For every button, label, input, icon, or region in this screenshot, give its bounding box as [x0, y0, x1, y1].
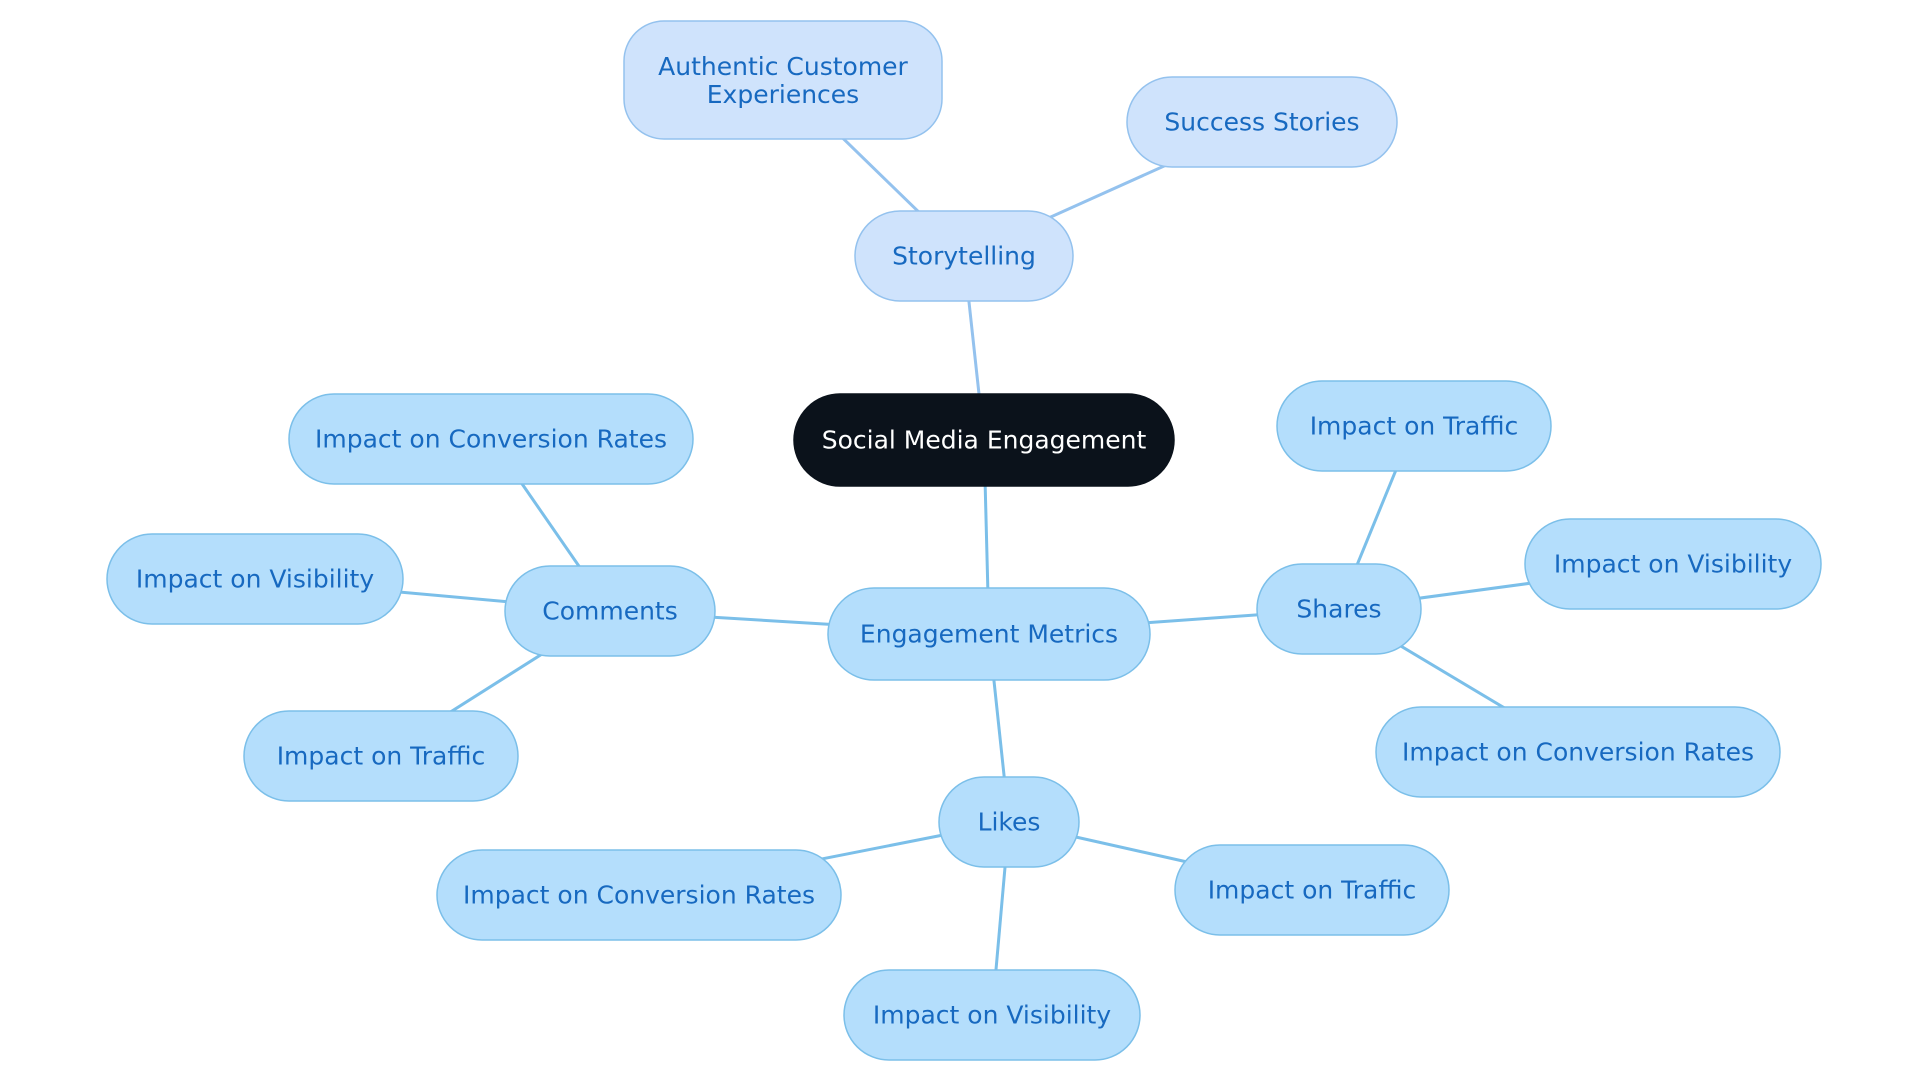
node-root: Social Media Engagement [793, 393, 1175, 487]
node-box-authentic [623, 20, 943, 140]
node-comments_conv: Impact on Conversion Rates [288, 393, 694, 485]
node-box-shares [1256, 563, 1422, 655]
node-label-likes: Likes [978, 808, 1041, 837]
node-box-comments_conv [288, 393, 694, 485]
node-label-comments: Comments [542, 597, 678, 626]
node-likes_traffic: Impact on Traffic [1174, 844, 1450, 936]
node-label-root: Social Media Engagement [822, 426, 1147, 455]
node-box-storytelling [854, 210, 1074, 302]
node-label-metrics: Engagement Metrics [860, 620, 1118, 649]
node-likes_conv: Impact on Conversion Rates [436, 849, 842, 941]
node-label-comments_vis: Impact on Visibility [136, 565, 374, 594]
node-comments_vis: Impact on Visibility [106, 533, 404, 625]
node-likes_vis: Impact on Visibility [843, 969, 1141, 1061]
node-box-comments [504, 565, 716, 657]
node-label-shares_vis: Impact on Visibility [1554, 550, 1792, 579]
node-storytelling: Storytelling [854, 210, 1074, 302]
node-label-shares_conv: Impact on Conversion Rates [1402, 738, 1754, 767]
node-label-likes_traffic: Impact on Traffic [1208, 876, 1417, 905]
node-label-shares_traffic: Impact on Traffic [1310, 412, 1519, 441]
node-success: Success Stories [1126, 76, 1398, 168]
node-box-comments_traffic [243, 710, 519, 802]
node-shares: Shares [1256, 563, 1422, 655]
node-box-likes_vis [843, 969, 1141, 1061]
node-box-shares_traffic [1276, 380, 1552, 472]
node-box-metrics [827, 587, 1151, 681]
node-box-root [793, 393, 1175, 487]
mind-map-nodes: Social Media Engagement Storytelling Authe… [106, 20, 1822, 1061]
node-box-shares_vis [1524, 518, 1822, 610]
node-label-shares: Shares [1296, 595, 1381, 624]
node-label-comments_conv: Impact on Conversion Rates [315, 425, 667, 454]
node-box-likes_conv [436, 849, 842, 941]
node-metrics: Engagement Metrics [827, 587, 1151, 681]
node-box-shares_conv [1375, 706, 1781, 798]
node-label-success: Success Stories [1164, 108, 1359, 137]
node-shares_conv: Impact on Conversion Rates [1375, 706, 1781, 798]
node-comments_traffic: Impact on Traffic [243, 710, 519, 802]
node-box-likes [938, 776, 1080, 868]
node-box-success [1126, 76, 1398, 168]
node-label-comments_traffic: Impact on Traffic [277, 742, 486, 771]
node-label-likes_vis: Impact on Visibility [873, 1001, 1111, 1030]
node-shares_traffic: Impact on Traffic [1276, 380, 1552, 472]
node-box-likes_traffic [1174, 844, 1450, 936]
node-box-comments_vis [106, 533, 404, 625]
node-label-likes_conv: Impact on Conversion Rates [463, 881, 815, 910]
node-shares_vis: Impact on Visibility [1524, 518, 1822, 610]
node-label-storytelling: Storytelling [892, 242, 1036, 271]
node-likes: Likes [938, 776, 1080, 868]
node-comments: Comments [504, 565, 716, 657]
